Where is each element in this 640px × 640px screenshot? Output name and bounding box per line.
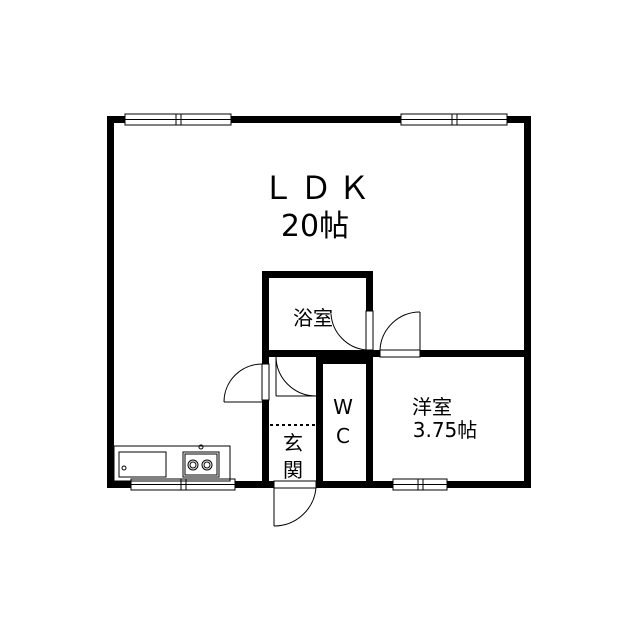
- entrance-walls: [262, 350, 274, 488]
- wc-label-line1: W: [333, 395, 353, 419]
- window-top-left: [124, 113, 232, 126]
- western-room-size-label: 3.75帖: [413, 418, 478, 442]
- door-wc: [275, 356, 317, 397]
- ldk-size-label: 20帖: [281, 209, 349, 244]
- door-entrance-ldk: [223, 363, 270, 403]
- western-room-label: 洋室: [412, 395, 452, 419]
- wc-label-line2: C: [336, 424, 350, 448]
- wc-walls: [316, 357, 373, 488]
- door-front: [273, 480, 317, 527]
- kitchen-counter: [113, 444, 231, 482]
- entrance-label-line2: 関: [283, 458, 303, 482]
- door-bathroom: [330, 310, 374, 351]
- stove-icon: [182, 444, 220, 478]
- sink-icon: [118, 451, 167, 478]
- door-western-room: [379, 311, 421, 358]
- western-room-walls: [366, 350, 531, 488]
- window-bottom-western: [392, 478, 448, 491]
- entrance-label-line1: 玄: [283, 431, 303, 455]
- window-top-right: [400, 113, 508, 126]
- ldk-label: ＬＤＫ: [262, 169, 376, 207]
- bathroom-label: 浴室: [293, 306, 333, 330]
